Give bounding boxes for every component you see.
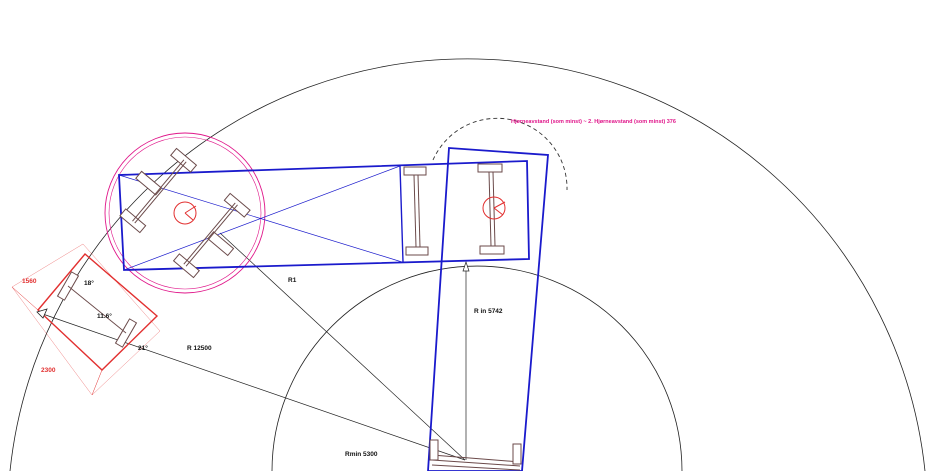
wheel bbox=[512, 443, 522, 465]
axle bbox=[492, 171, 496, 247]
front-axle-group bbox=[403, 163, 505, 256]
turn-circles bbox=[104, 132, 266, 294]
label-angle-c: 21° bbox=[138, 344, 148, 352]
wheel bbox=[403, 166, 427, 176]
axle bbox=[134, 161, 187, 224]
axle bbox=[413, 174, 417, 248]
axle bbox=[431, 464, 521, 471]
turn-circle-outer bbox=[104, 132, 266, 294]
tractor-body bbox=[37, 253, 159, 371]
axle bbox=[488, 171, 492, 247]
kingpin-wedge bbox=[493, 201, 506, 216]
construction-lines bbox=[36, 232, 470, 461]
wheel bbox=[477, 163, 503, 173]
wheel bbox=[207, 231, 235, 257]
trailer-vertical bbox=[427, 147, 549, 471]
kingpin-circle bbox=[173, 201, 197, 225]
tractor-axle bbox=[67, 285, 127, 334]
clearance-arc bbox=[432, 117, 568, 191]
kingpin-marker-right bbox=[482, 196, 506, 220]
axle bbox=[183, 202, 236, 265]
bottom-axle-group bbox=[429, 439, 522, 471]
kingpin-marker-left bbox=[173, 201, 197, 225]
radius-line-r1 bbox=[219, 232, 466, 461]
kingpin-circle bbox=[482, 196, 506, 220]
axle bbox=[417, 174, 421, 248]
trailer-horizontal bbox=[118, 160, 530, 271]
label-angle-a: 18° bbox=[84, 279, 94, 287]
pivot-marker bbox=[36, 308, 48, 319]
tractor-dim-line bbox=[91, 369, 103, 396]
clearance-annotation: Hjørneavstand (som minst) ~ 2. Hjørneavs… bbox=[511, 119, 676, 125]
label-angle-b: 11.6° bbox=[97, 312, 112, 320]
turn-circle-inner bbox=[108, 136, 262, 290]
label-r1: R1 bbox=[288, 277, 297, 284]
axle bbox=[185, 204, 238, 267]
rear-axle-group bbox=[119, 147, 251, 279]
label-r-inner: R in 5742 bbox=[474, 308, 503, 315]
arrow-head bbox=[462, 260, 470, 272]
tractor-dim-box bbox=[11, 243, 161, 396]
wheel bbox=[479, 245, 505, 255]
trailer-divider bbox=[399, 165, 404, 263]
axle bbox=[132, 159, 185, 222]
trailer-vertical-body bbox=[427, 147, 549, 471]
inner-radius-arc bbox=[271, 265, 683, 471]
kingpin-wedge bbox=[184, 205, 197, 221]
wheel bbox=[429, 439, 439, 461]
tractor-unit bbox=[11, 243, 161, 396]
axle bbox=[431, 454, 521, 463]
outer-radius-arc bbox=[9, 58, 926, 471]
label-dim-length: 2300 bbox=[41, 367, 56, 374]
tractor-dim-line bbox=[11, 286, 39, 311]
label-r-min: Rmin 5300 bbox=[345, 451, 378, 458]
label-r-outer: R 12500 bbox=[187, 345, 212, 352]
radius-line-outer bbox=[36, 311, 466, 461]
trailer-diagonal-2 bbox=[123, 165, 401, 271]
label-dim-width: 1560 bbox=[22, 278, 37, 285]
trailer-body bbox=[118, 160, 530, 271]
wheel bbox=[405, 246, 429, 256]
wheel bbox=[135, 170, 163, 196]
axle bbox=[431, 459, 521, 467]
